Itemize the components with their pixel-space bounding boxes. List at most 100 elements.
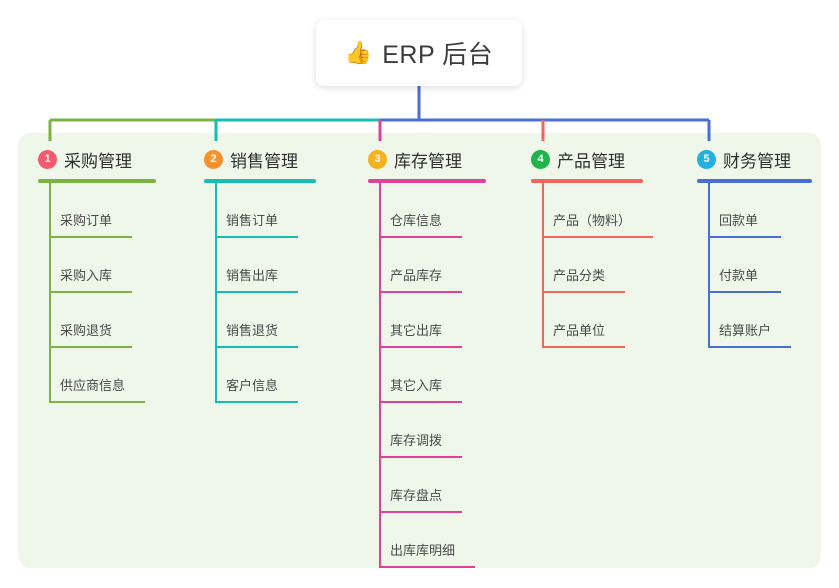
column-title-1: 采购管理: [64, 151, 132, 171]
column-rule-2: [204, 179, 316, 183]
tree-leaf-label: 付款单: [719, 268, 759, 283]
tree-leaf-item[interactable]: 库存调拨: [368, 403, 486, 458]
tree-leaf-label: 产品分类: [553, 268, 606, 283]
tree-leaf-label: 销售订单: [226, 213, 279, 228]
column-items-2: 销售订单销售出库销售退货客户信息: [204, 183, 316, 403]
column-badge-4: 4: [531, 149, 550, 169]
tree-leaf-rule: [216, 401, 298, 403]
tree-leaf-item[interactable]: 销售出库: [204, 238, 316, 293]
tree-leaf-rule: [216, 291, 298, 293]
tree-leaf-item[interactable]: 仓库信息: [368, 183, 486, 238]
tree-leaf-rule: [709, 236, 781, 238]
column-4: 4 产品管理产品（物料） 产品分类产品单位: [531, 146, 653, 348]
tree-leaf-item[interactable]: 供应商信息: [38, 348, 156, 403]
tree-leaf-item[interactable]: 销售退货: [204, 293, 316, 348]
tree-leaf-item[interactable]: 销售订单: [204, 183, 316, 238]
column-header-5[interactable]: 5 财务管理: [697, 146, 812, 172]
column-items-4: 产品（物料） 产品分类产品单位: [531, 183, 653, 348]
column-rule-4: [531, 179, 643, 183]
column-header-4[interactable]: 4 产品管理: [531, 146, 643, 172]
diagram-panel: [18, 133, 821, 568]
thumbs-up-icon: 👍: [344, 40, 373, 65]
column-spine-5: [708, 183, 710, 348]
column-5: 5 财务管理回款单付款单结算账户: [697, 146, 812, 348]
column-spine-3: [379, 183, 381, 568]
tree-leaf-label: 采购订单: [60, 213, 113, 228]
tree-leaf-rule: [709, 346, 791, 348]
tree-leaf-item[interactable]: 产品（物料）: [531, 183, 653, 238]
column-spine-1: [49, 183, 51, 403]
tree-leaf-item[interactable]: 其它入库: [368, 348, 486, 403]
tree-leaf-label: 供应商信息: [60, 378, 126, 393]
tree-leaf-rule: [216, 236, 298, 238]
tree-leaf-rule: [543, 346, 625, 348]
tree-leaf-item[interactable]: 回款单: [697, 183, 812, 238]
column-1: 1 采购管理采购订单采购入库采购退货供应商信息: [38, 146, 156, 403]
column-items-1: 采购订单采购入库采购退货供应商信息: [38, 183, 156, 403]
root-node-erp-backend[interactable]: 👍 ERP 后台: [316, 20, 522, 86]
tree-leaf-rule: [50, 291, 132, 293]
tree-leaf-rule: [380, 566, 475, 568]
tree-leaf-item[interactable]: 付款单: [697, 238, 812, 293]
tree-leaf-rule: [50, 401, 145, 403]
column-header-1[interactable]: 1 采购管理: [38, 146, 156, 172]
tree-leaf-rule: [380, 346, 462, 348]
tree-leaf-label: 产品单位: [553, 323, 606, 338]
tree-leaf-label: 产品（物料）: [553, 213, 632, 228]
column-title-2: 销售管理: [230, 151, 298, 171]
tree-leaf-label: 其它出库: [390, 323, 443, 338]
tree-leaf-rule: [50, 236, 132, 238]
tree-leaf-rule: [50, 346, 132, 348]
tree-leaf-rule: [380, 236, 462, 238]
tree-leaf-label: 结算账户: [719, 323, 772, 338]
tree-leaf-label: 采购退货: [60, 323, 113, 338]
tree-leaf-rule: [216, 346, 298, 348]
tree-leaf-item[interactable]: 采购退货: [38, 293, 156, 348]
tree-leaf-rule: [380, 401, 462, 403]
column-title-5: 财务管理: [723, 151, 791, 171]
tree-leaf-rule: [543, 291, 625, 293]
tree-leaf-label: 销售退货: [226, 323, 279, 338]
tree-leaf-label: 销售出库: [226, 268, 279, 283]
tree-leaf-item[interactable]: 出库库明细: [368, 513, 486, 568]
tree-leaf-item[interactable]: 产品库存: [368, 238, 486, 293]
root-node-title: ERP 后台: [382, 41, 494, 69]
column-items-3: 仓库信息产品库存其它出库其它入库库存调拨库存盘点出库库明细: [368, 183, 486, 568]
tree-leaf-label: 客户信息: [226, 378, 279, 393]
column-title-3: 库存管理: [394, 151, 462, 171]
tree-leaf-item[interactable]: 库存盘点: [368, 458, 486, 513]
column-items-5: 回款单付款单结算账户: [697, 183, 812, 348]
column-badge-1: 1: [38, 149, 57, 169]
tree-leaf-label: 采购入库: [60, 268, 113, 283]
column-title-4: 产品管理: [557, 151, 625, 171]
tree-leaf-label: 库存盘点: [390, 488, 443, 503]
tree-leaf-label: 回款单: [719, 213, 759, 228]
tree-leaf-item[interactable]: 采购入库: [38, 238, 156, 293]
tree-leaf-label: 出库库明细: [390, 543, 456, 558]
tree-leaf-rule: [543, 236, 653, 238]
tree-leaf-rule: [380, 511, 462, 513]
tree-leaf-label: 库存调拨: [390, 433, 443, 448]
tree-leaf-label: 其它入库: [390, 378, 443, 393]
tree-leaf-rule: [709, 291, 781, 293]
column-rule-5: [697, 179, 812, 183]
column-spine-4: [542, 183, 544, 348]
column-rule-3: [368, 179, 486, 183]
tree-leaf-item[interactable]: 结算账户: [697, 293, 812, 348]
tree-leaf-item[interactable]: 产品分类: [531, 238, 643, 293]
column-spine-2: [215, 183, 217, 403]
tree-leaf-item[interactable]: 采购订单: [38, 183, 156, 238]
tree-leaf-label: 产品库存: [390, 268, 443, 283]
tree-leaf-item[interactable]: 其它出库: [368, 293, 486, 348]
tree-leaf-item[interactable]: 客户信息: [204, 348, 316, 403]
column-badge-5: 5: [697, 149, 716, 169]
tree-leaf-label: 仓库信息: [390, 213, 443, 228]
column-rule-1: [38, 179, 156, 183]
tree-leaf-item[interactable]: 产品单位: [531, 293, 643, 348]
tree-leaf-rule: [380, 456, 462, 458]
